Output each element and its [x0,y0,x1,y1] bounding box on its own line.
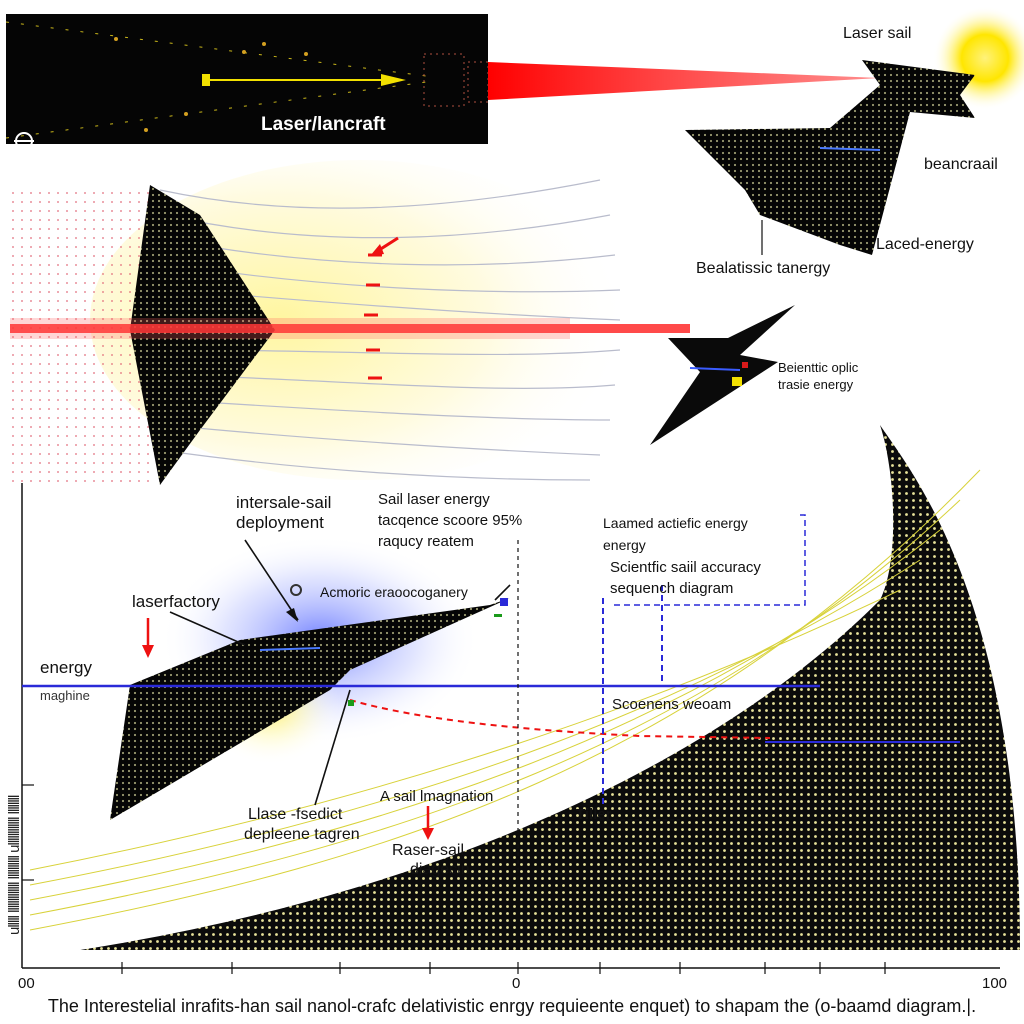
marker-ring [290,584,302,596]
label-raser-1: Raser-sail [392,842,465,859]
sail-mid-right-marker-yellow [732,377,742,386]
laser-beam-top [488,62,880,100]
marker-green-small [348,700,354,706]
label-beientic-1: Beienttic oplic [778,360,859,375]
dashed-bracket-blue [610,514,806,606]
label-laced-energy: Laced-energy [876,236,974,253]
label-sail-laser-2: tacqence scoore 95% [378,512,523,529]
leader-lines [169,539,511,806]
label-scientific-1: Scientfic saiil accuracy [610,559,761,576]
laser-beam-center-glow [10,318,570,339]
sail-cone-left [130,185,275,485]
label-learned-2: energy [603,537,646,553]
label-llase-2: depleene tagren [244,826,360,843]
sail-curve-large [80,425,1020,950]
label-sail-laser-1: Sail laser energy [378,491,490,508]
sail-lower-highlight [259,647,321,651]
sail-mid-right-marker-red [742,362,748,368]
top-panel-label: Laser/lancraft [261,114,386,135]
sail-top-right [685,60,975,255]
top-panel-laser: Laser/lancraft [6,14,488,144]
sail-top-right-highlight [819,147,881,151]
label-beancrail: beancraail [924,156,998,173]
x-axis-ticks [121,962,886,974]
sail-lower [110,598,510,820]
red-arrow-raser-head [422,828,434,840]
label-bealatissic: Bealatissic tanergy [696,260,831,277]
energy-field-glow [90,160,630,480]
label-a-sail: A sail lmagnation [380,788,494,805]
red-arrow-field-head [370,244,384,256]
theta-icon [14,132,34,144]
figure-caption: The Interestelial inrafits-han sail nano… [47,996,977,1016]
label-llase-1: Llase -fsedict [248,806,343,823]
label-acmoric: Acmoric eraoocoganery [320,584,468,600]
label-intersale-1: intersale-sail [236,493,332,512]
marker-green [494,614,502,617]
y-axis-tick-labels: ulllll lllllllllllll llllllllll ulllllll… [6,795,22,935]
label-laserfactory: laserfactory [132,592,220,611]
label-scoenens: Scoenens weoam [612,696,732,713]
x-axis-label-left: 00 [18,975,35,992]
label-sail-laser-3: raqucy reatem [378,533,474,550]
label-tiller: Tiller [576,806,612,823]
x-axis-label-mid: 0 [512,975,521,992]
curve-field-lines [29,469,981,931]
label-maghine: maghine [40,688,90,703]
label-scientific-2: sequench diagram [610,580,734,597]
label-raser-2: diagecin [410,861,470,878]
leader-arrow-deployment [286,608,298,622]
x-axis-label-right: 100 [982,975,1008,992]
red-dashed-trajectory [349,699,771,739]
label-learned-1: Laamed actiefic energy [603,515,748,531]
sail-mid-right-highlight [689,367,741,371]
laser-beam-center [10,324,690,333]
dotted-field-left [10,185,155,485]
label-laser-sail: Laser sail [843,25,912,42]
sail-mid-right [650,305,795,445]
label-beientic-2: trasie energy [778,377,854,392]
label-energy: energy [40,658,92,677]
label-intersale-2: deployment [236,513,324,532]
marker-blue [500,598,508,606]
top-panel-graphics [6,21,488,139]
y-axis-ticks [22,784,34,881]
red-arrow-laserfactory-head [142,645,154,658]
